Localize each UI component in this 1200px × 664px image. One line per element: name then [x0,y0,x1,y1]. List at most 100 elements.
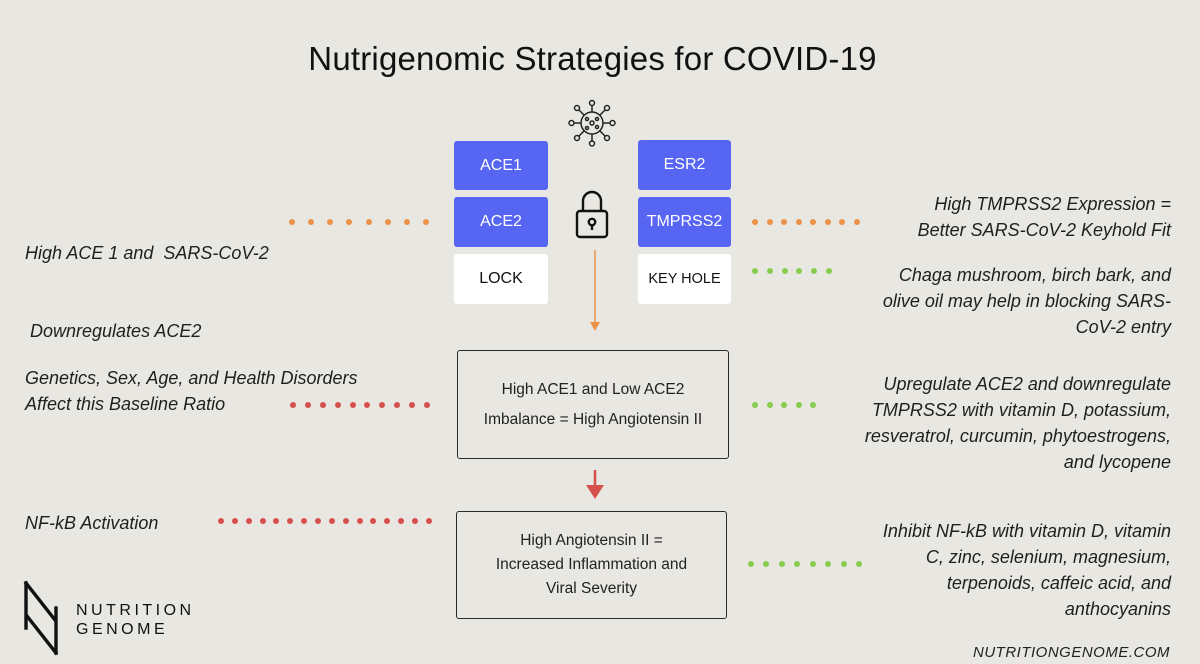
connector-dot [809,561,816,567]
connector-dot [423,402,430,408]
connector-nfkb [218,517,432,525]
connector-dot [810,402,816,408]
connector-dot [334,402,341,408]
connector-inhibit [748,560,862,568]
connector-baseline [290,401,430,409]
connector-dot [365,219,372,225]
connector-dot [289,219,295,225]
note-line: High ACE 1 and SARS-CoV-2 [25,243,269,263]
virus-icon [568,99,616,147]
brand-line: NUTRITION [76,602,195,619]
connector-dot [796,268,803,274]
inflammation-panel: High Angiotensin II = Increased Inflamma… [456,511,727,619]
connector-dot [763,561,770,567]
connector-dot [795,219,802,225]
connector-dot [370,518,377,524]
panel-line: Viral Severity [545,580,638,597]
connector-dot [781,268,788,274]
note-line: and lycopene [1063,452,1171,472]
note-inhibit: Inhibit NF-kB with vitamin D, vitamin C,… [883,518,1171,622]
imbalance-panel: High ACE1 and Low ACE2 Imbalance = High … [457,350,729,459]
panel-line: High ACE1 and Low ACE2 [501,380,685,398]
connector-dot [409,402,415,408]
website-label: NUTRITIONGENOME.COM [973,644,1170,661]
note-line: Affect this Baseline Ratio [25,394,226,414]
note-line: Chaga mushroom, birch bark, and [898,265,1171,285]
brand-name: NUTRITION GENOME [76,601,195,639]
note-line: anthocyanins [1064,599,1171,619]
connector-dot [825,561,832,567]
connector-dot [384,219,391,225]
connector-dot [781,219,788,225]
tmprss2-box: TMPRSS2 [638,197,731,247]
connector-dot [766,268,773,274]
logo-mark [23,580,59,656]
connector-dot [811,268,818,274]
connector-dot [766,402,773,408]
connector-dot [218,518,224,524]
connector-dot [425,518,432,524]
connector-dot [308,219,315,225]
connector-dot [319,402,326,408]
connector-dot [412,518,419,524]
panel-line: High Angiotensin II = [520,532,663,549]
connector-dot [394,402,401,408]
connector-dot [364,402,371,408]
connector-dot [346,219,353,225]
note-chaga: Chaga mushroom, birch bark, and olive oi… [883,262,1171,340]
connector-dot [304,402,311,408]
connector-dot [794,561,801,567]
page-title: Nutrigenomic Strategies for COVID-19 [308,40,877,77]
connector-dot [327,219,334,225]
connector-dot [752,268,758,274]
connector-dot [840,561,847,567]
connector-dot [403,219,410,225]
connector-dot [245,518,252,524]
connector-chaga [752,267,832,275]
ace2-box: ACE2 [454,197,548,247]
panel-line: Increased Inflammation and [495,556,688,573]
connector-upregulate [752,401,816,409]
note-tmprss2: High TMPRSS2 Expression = Better SARS-Co… [918,191,1171,243]
connector-dot [795,402,802,408]
connector-dot [752,402,758,408]
connector-dot [259,518,266,524]
connector-dot [781,402,787,408]
note-line: NF-kB Activation [25,513,159,533]
note-line: resveratrol, curcumin, phytoestrogens, [864,426,1171,446]
note-nfkb: NF-kB Activation [25,510,158,536]
note-ace: High ACE 1 and SARS-CoV-2 Downregulates … [25,188,269,370]
connector-dot [398,518,405,524]
esr2-box: ESR2 [638,140,731,190]
connector-tmprss2 [752,218,860,226]
connector-dot [778,561,785,567]
note-line: Inhibit NF-kB with vitamin D, vitamin [882,521,1171,541]
note-line: Better SARS-CoV-2 Keyhold Fit [917,220,1171,240]
note-line: TMPRSS2 with vitamin D, potassium, [871,400,1171,420]
connector-dot [273,518,280,524]
connector-dot [290,402,296,408]
note-line: olive oil may help in blocking SARS- [882,291,1171,311]
note-line: Upregulate ACE2 and downregulate [883,374,1171,394]
connector-dot [301,518,308,524]
connector-dot [752,219,758,225]
arrow-down-icon [590,250,600,331]
connector-dot [824,219,831,225]
connector-dot [766,219,773,225]
connector-dot [422,219,429,225]
panel-line: Imbalance = High Angiotensin II [483,410,703,428]
keyhole-label-box: KEY HOLE [638,254,731,304]
connector-dot [315,518,322,524]
brand-line: GENOME [76,621,169,638]
arrow-down-icon [586,470,604,499]
connector-dot [328,518,335,524]
connector-dot [379,402,386,408]
ace1-box: ACE1 [454,141,548,190]
padlock-icon [575,190,609,239]
note-line: Downregulates ACE2 [25,321,202,341]
note-line: Genetics, Sex, Age, and Health Disorders [25,368,358,388]
connector-dot [825,268,832,274]
note-line: High TMPRSS2 Expression = [934,194,1171,214]
connector-dot [839,219,846,225]
note-baseline: Genetics, Sex, Age, and Health Disorders… [25,365,358,417]
